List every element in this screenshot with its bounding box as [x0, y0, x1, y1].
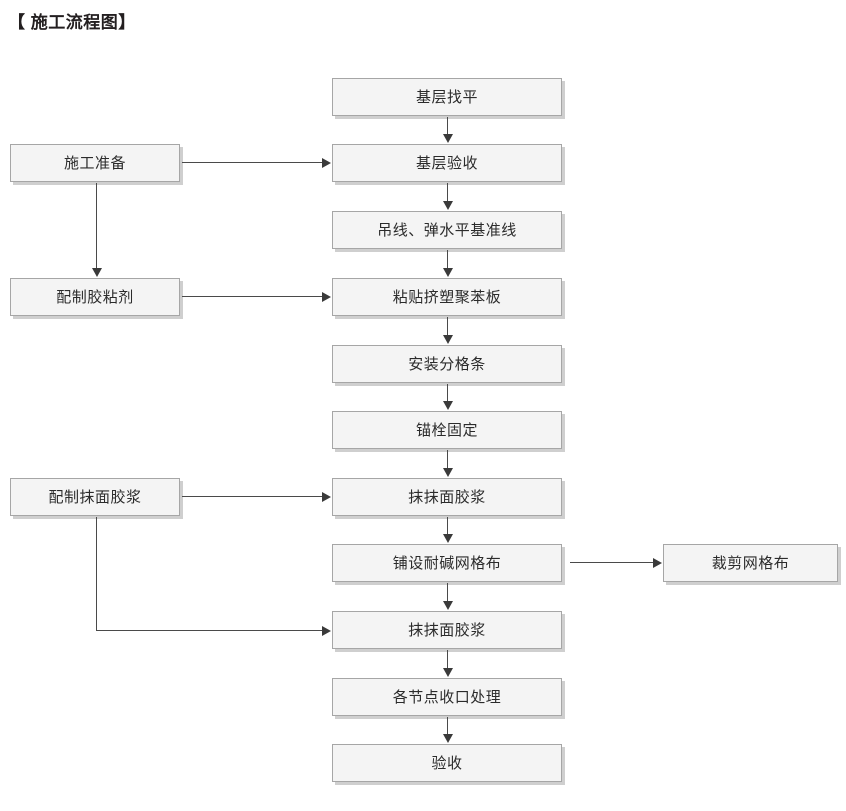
connector-c11-arrowhead-icon: [91, 268, 102, 277]
connector-c8-arrowhead-icon: [442, 601, 453, 610]
connector-c10-arrowhead-icon: [442, 734, 453, 743]
connector-c3-arrowhead-icon: [442, 268, 453, 277]
connector-c8-line: [447, 583, 448, 602]
connector-c4-arrowhead-icon: [442, 335, 453, 344]
flow-node-r1[interactable]: 裁剪网格布: [663, 544, 838, 582]
flow-node-p1[interactable]: 施工准备: [10, 144, 180, 182]
connector-c14-line: [182, 496, 323, 497]
connector-c15-seg-h: [96, 630, 323, 631]
connector-c12-line: [182, 162, 323, 163]
connector-c15-seg-v: [96, 517, 97, 630]
connector-c6-arrowhead-icon: [442, 468, 453, 477]
connector-c7-arrowhead-icon: [442, 534, 453, 543]
flow-node-n8[interactable]: 铺设耐碱网格布: [332, 544, 562, 582]
flow-node-n7[interactable]: 抹抹面胶浆: [332, 478, 562, 516]
connector-c2-arrowhead-icon: [442, 201, 453, 210]
flow-node-p2[interactable]: 配制胶粘剂: [10, 278, 180, 316]
flow-node-n9[interactable]: 抹抹面胶浆: [332, 611, 562, 649]
connector-c11-line: [96, 183, 97, 269]
flow-node-n6[interactable]: 锚栓固定: [332, 411, 562, 449]
connector-c1-line: [447, 117, 448, 135]
flow-node-n4[interactable]: 粘贴挤塑聚苯板: [332, 278, 562, 316]
flow-node-n2[interactable]: 基层验收: [332, 144, 562, 182]
connector-c1-arrowhead-icon: [442, 134, 453, 143]
flow-node-n5[interactable]: 安装分格条: [332, 345, 562, 383]
connector-c14-arrowhead-icon: [322, 491, 331, 502]
flow-node-n10[interactable]: 各节点收口处理: [332, 678, 562, 716]
connector-c5-line: [447, 384, 448, 402]
connector-c9-arrowhead-icon: [442, 668, 453, 677]
connector-c6-line: [447, 450, 448, 469]
flow-node-n1[interactable]: 基层找平: [332, 78, 562, 116]
connector-c15-arrowhead-icon: [322, 625, 331, 636]
connector-c7-line: [447, 517, 448, 535]
connector-c10-line: [447, 717, 448, 735]
connector-c9-line: [447, 650, 448, 669]
connector-c13-line: [182, 296, 323, 297]
flow-node-n3[interactable]: 吊线、弹水平基准线: [332, 211, 562, 249]
flow-node-n11[interactable]: 验收: [332, 744, 562, 782]
connector-c16-arrowhead-icon: [653, 557, 662, 568]
connector-c2-line: [447, 183, 448, 202]
connector-c16-line: [570, 562, 654, 563]
page-title: 【 施工流程图】: [8, 13, 136, 32]
connector-c13-arrowhead-icon: [322, 291, 331, 302]
connector-c12-arrowhead-icon: [322, 157, 331, 168]
connector-c3-line: [447, 250, 448, 269]
flow-node-p3[interactable]: 配制抹面胶浆: [10, 478, 180, 516]
connector-c5-arrowhead-icon: [442, 401, 453, 410]
connector-c4-line: [447, 317, 448, 336]
